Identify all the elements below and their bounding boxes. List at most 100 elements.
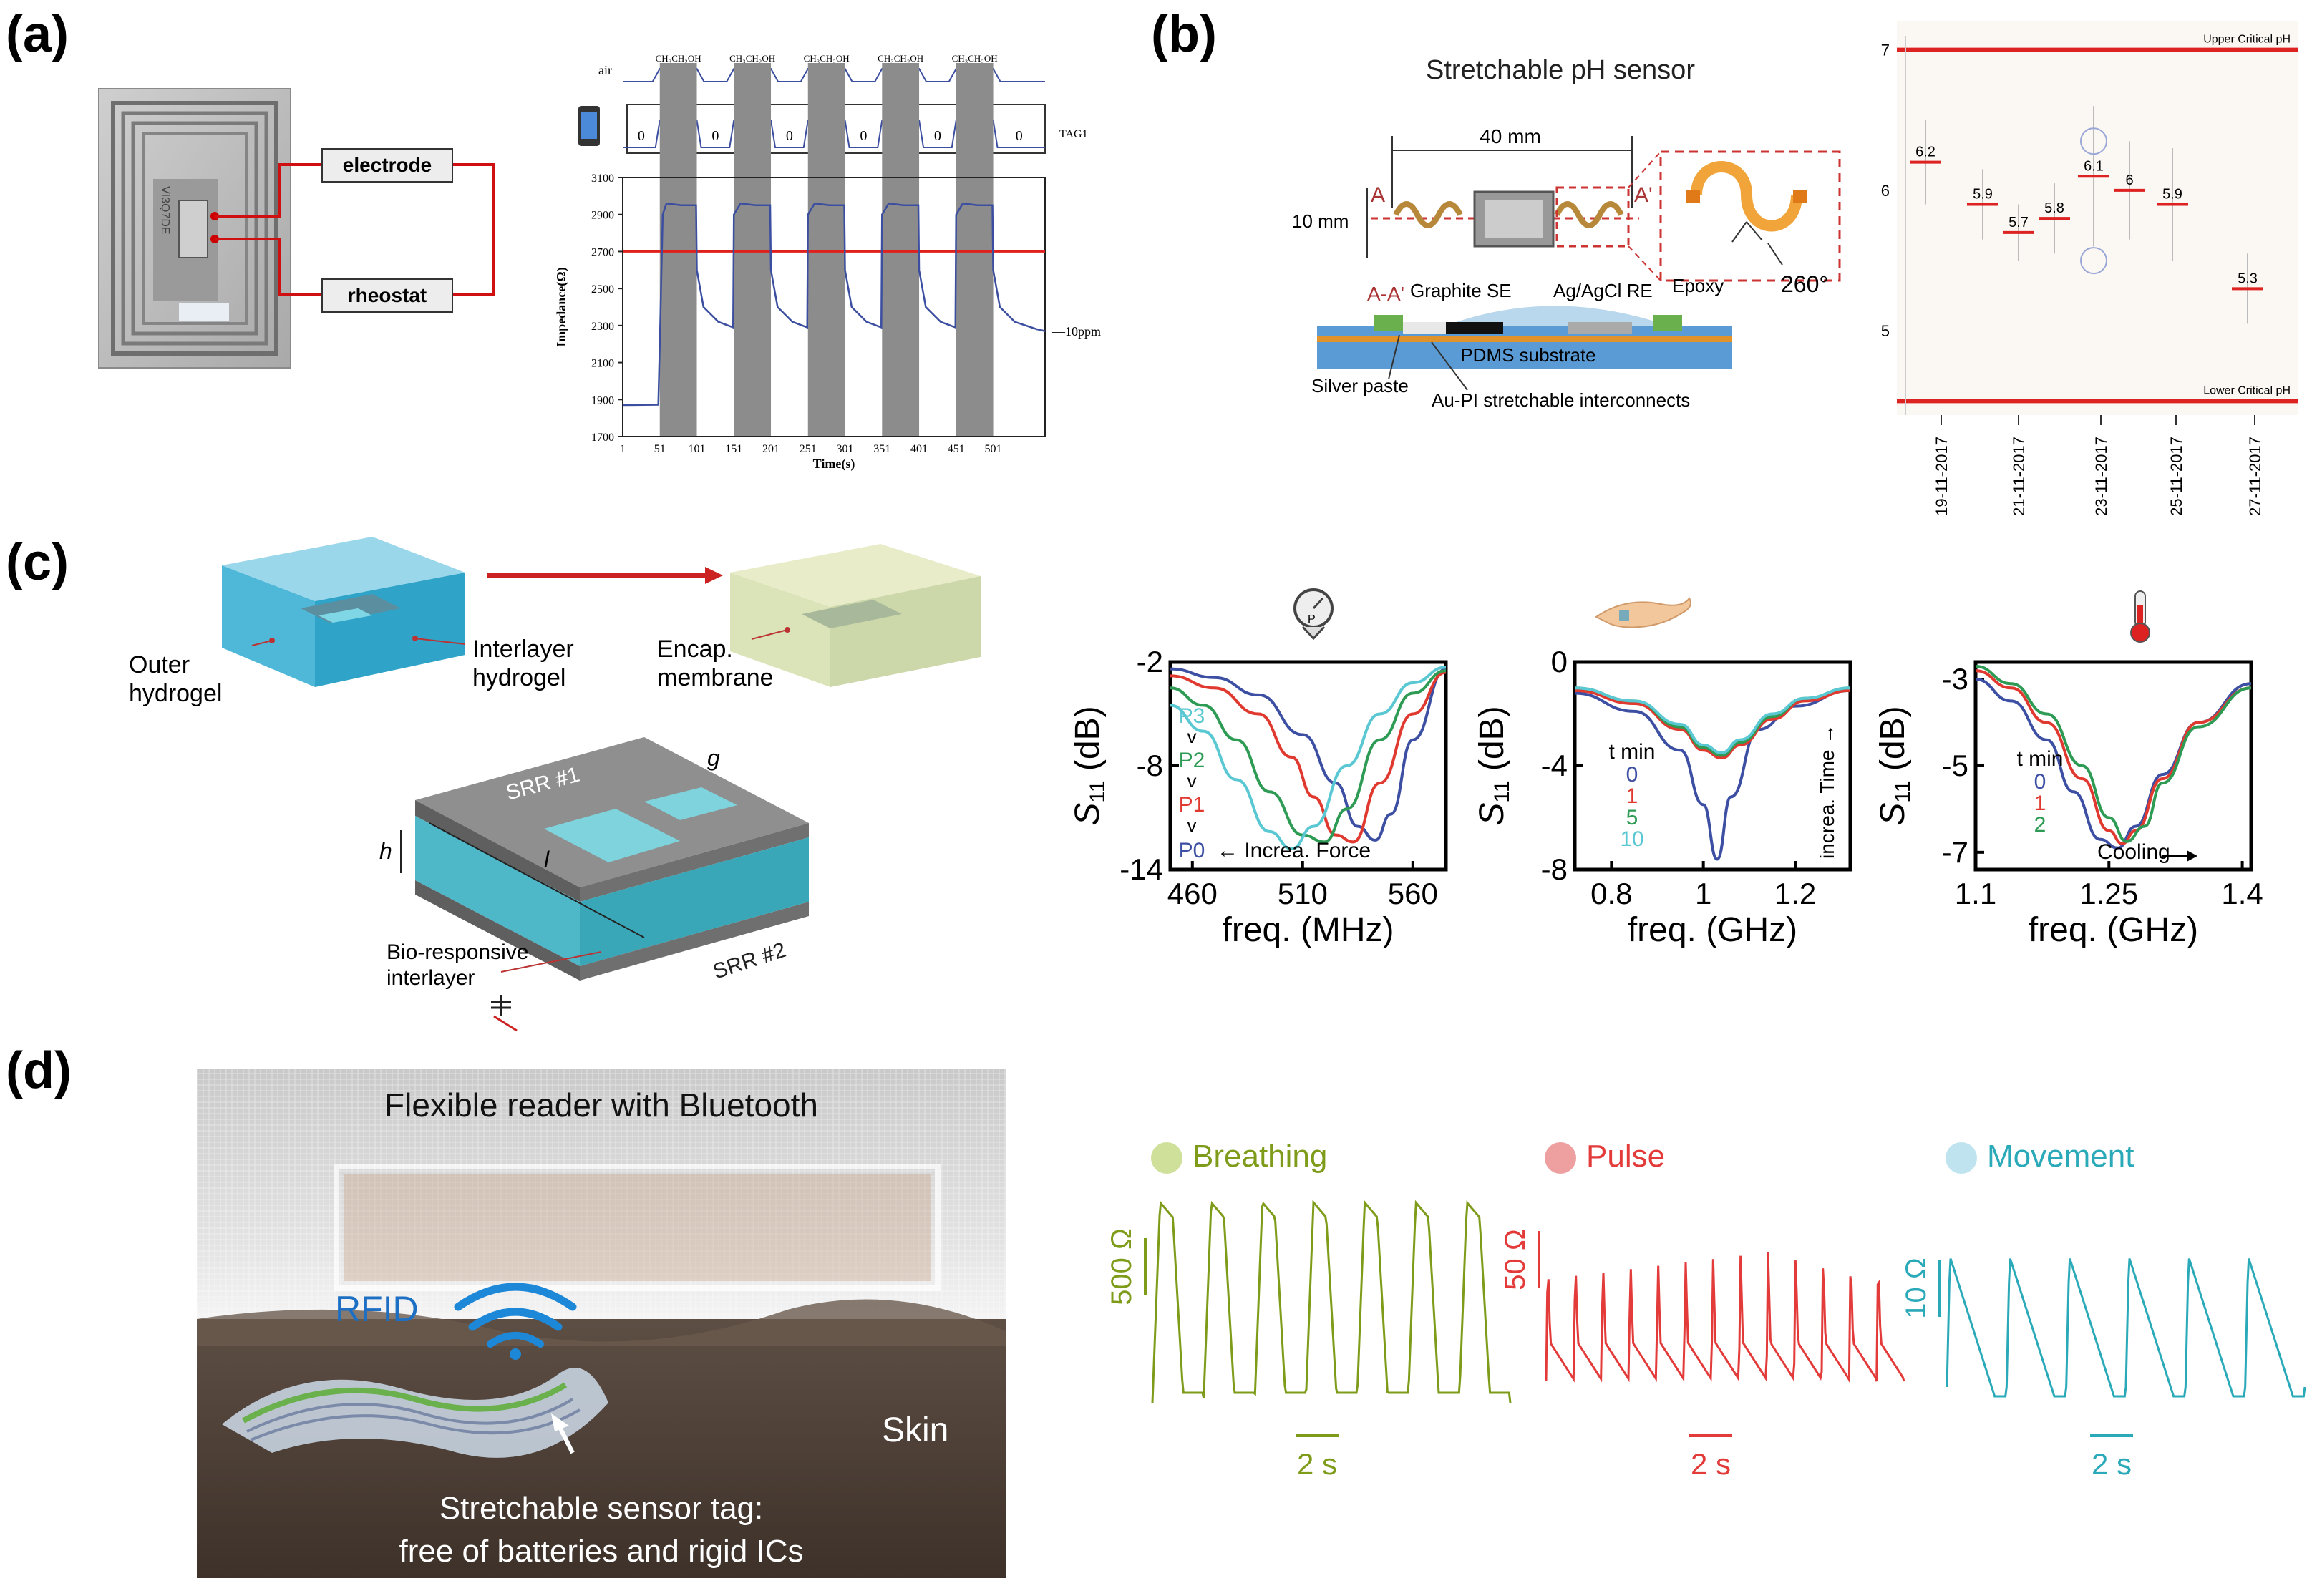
y-tick-label: -7 bbox=[1942, 835, 1968, 869]
capacitor-icon bbox=[491, 995, 518, 1032]
signal-trace bbox=[1946, 1258, 2306, 1398]
x-axis-label: freq. (GHz) bbox=[1628, 911, 1797, 949]
y-axis-label: Impedance(Ω) bbox=[554, 267, 569, 346]
smartphone-icon bbox=[578, 106, 600, 146]
x-tick-label: 101 bbox=[689, 443, 706, 455]
note-p2: P2 bbox=[1179, 749, 1205, 772]
reader-photo: Flexible reader with Bluetooth RFID Skin… bbox=[197, 1069, 1006, 1578]
reader-label: Flexible reader with Bluetooth bbox=[384, 1086, 818, 1124]
dim-40: 40 mm bbox=[1480, 125, 1541, 147]
pdms-label: PDMS substrate bbox=[1460, 344, 1595, 366]
y-tick-label: 6 bbox=[1881, 182, 1890, 200]
y-tick-label: 7 bbox=[1881, 42, 1890, 59]
electrode-box bbox=[321, 148, 453, 183]
skin-label: Skin bbox=[882, 1411, 948, 1449]
dim-10: 10 mm bbox=[1292, 210, 1349, 232]
note-v: v bbox=[1187, 726, 1197, 747]
binary-value: 0 bbox=[934, 128, 941, 144]
legend-10ppm: —10ppm bbox=[1051, 324, 1101, 339]
y-axis-label: S11 (dB) bbox=[1473, 706, 1514, 825]
note-t1: 1 bbox=[2034, 792, 2046, 815]
y-tick-label: 2900 bbox=[591, 210, 614, 222]
note-t1: 1 bbox=[1626, 784, 1638, 808]
exposure-band bbox=[734, 63, 772, 437]
serpentine-zoom bbox=[1691, 161, 1802, 232]
time-scale-label: 2 s bbox=[2092, 1447, 2132, 1481]
x-tick-label: 51 bbox=[654, 443, 666, 455]
note-cooling: Cooling bbox=[2097, 840, 2170, 864]
binary-value: 0 bbox=[1016, 128, 1023, 144]
y-tick-label: -3 bbox=[1942, 662, 1968, 696]
outlier-circle bbox=[2080, 127, 2107, 155]
x-tick-label: 560 bbox=[1388, 877, 1438, 910]
air-label: air bbox=[598, 63, 612, 77]
note-force: ← Increa. Force bbox=[1217, 839, 1371, 862]
gas-label: CH₃CH₂OH bbox=[656, 53, 701, 64]
ph-value: 5.8 bbox=[2044, 200, 2064, 216]
note-p1: P1 bbox=[1179, 793, 1205, 817]
x-tick-label: 301 bbox=[837, 443, 854, 455]
y-tick-label: 1900 bbox=[591, 394, 614, 407]
x-tick-label: 460 bbox=[1167, 877, 1218, 910]
panel-label-a: (a) bbox=[6, 6, 69, 63]
silver-label: Silver paste bbox=[1311, 375, 1409, 396]
tag-caption-1: Stretchable sensor tag: bbox=[439, 1491, 763, 1526]
signal-dot bbox=[1545, 1142, 1576, 1174]
rheostat-box bbox=[321, 278, 453, 313]
zoom-box bbox=[1659, 150, 1841, 282]
note-t10: 10 bbox=[1620, 827, 1643, 851]
exposure-band bbox=[882, 63, 920, 437]
tag-label: TAG1 bbox=[1059, 128, 1088, 140]
agcl-label: Ag/AgCl RE bbox=[1553, 280, 1653, 301]
date-label: 21-11-2017 bbox=[2010, 437, 2028, 516]
impedance-line bbox=[622, 202, 1046, 407]
x-tick-label: 1.1 bbox=[1955, 877, 1996, 910]
note-tmin: t min bbox=[2016, 747, 2063, 771]
x-tick-label: 0.8 bbox=[1590, 877, 1632, 910]
amplitude-scale-label: 50 Ω bbox=[1500, 1229, 1531, 1290]
pdms-substrate bbox=[1317, 326, 1732, 369]
amplitude-scale-label: 500 Ω bbox=[1106, 1228, 1137, 1305]
panel-label-b: (b) bbox=[1151, 6, 1217, 63]
s11-curve bbox=[1170, 666, 1447, 851]
y-axis-label: S11 (dB) bbox=[1874, 706, 1915, 825]
svg-text:P: P bbox=[1308, 613, 1316, 626]
tag-caption-2: free of batteries and rigid ICs bbox=[399, 1534, 804, 1569]
label-a: A bbox=[1371, 183, 1385, 207]
epoxy-label: Epoxy bbox=[1672, 275, 1724, 296]
ph-value: 6.2 bbox=[1915, 145, 1935, 160]
ph-value: 5.3 bbox=[2238, 271, 2258, 286]
x-tick-label: 1.2 bbox=[1774, 877, 1816, 910]
rfid-label: RFID bbox=[335, 1289, 419, 1329]
signal-name: Breathing bbox=[1193, 1139, 1327, 1174]
y-tick-label: 1700 bbox=[591, 432, 614, 444]
note-v: v bbox=[1187, 770, 1197, 792]
gas-label: CH₃CH₂OH bbox=[952, 53, 998, 64]
y-tick-label: -8 bbox=[1137, 749, 1163, 782]
date-label: 19-11-2017 bbox=[1933, 437, 1951, 516]
exposure-band bbox=[956, 63, 994, 437]
note-tmin: t min bbox=[1608, 740, 1655, 764]
s11-curve bbox=[1170, 671, 1447, 844]
signal-name: Movement bbox=[1987, 1139, 2134, 1174]
x-tick-label: 510 bbox=[1278, 877, 1328, 910]
length-l: l bbox=[544, 847, 550, 872]
ph-sensor-diagram: Stretchable pH sensor 40 mm 10 mm A A' 2… bbox=[1292, 55, 1841, 411]
y-tick-label: 0 bbox=[1551, 645, 1568, 678]
s11-curve bbox=[1975, 665, 2252, 843]
x-tick-label: 251 bbox=[800, 443, 817, 455]
x-axis-label: freq. (GHz) bbox=[2029, 911, 2198, 949]
thermometer-icon bbox=[2130, 590, 2150, 643]
serpentine-left bbox=[1393, 201, 1463, 228]
note-time: increa. Time → bbox=[1816, 724, 1838, 859]
s11-curve bbox=[1574, 688, 1851, 861]
y-tick-label: 2500 bbox=[591, 283, 614, 296]
circuit-diagram: electrode rheostat bbox=[210, 148, 495, 313]
srr2-label: SRR #2 bbox=[710, 938, 789, 984]
plot-frame bbox=[622, 177, 1046, 437]
signal-dot bbox=[1946, 1142, 1977, 1174]
